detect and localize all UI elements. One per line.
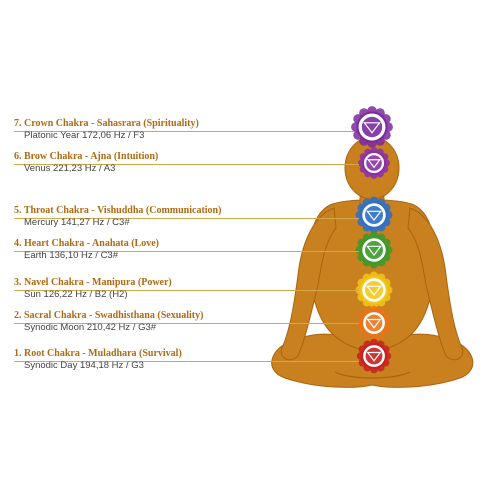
right-arm-shape [407, 207, 464, 361]
leader-line-navel [14, 290, 359, 291]
throat-chakra-symbol [355, 196, 393, 234]
heart-chakra-symbol [355, 231, 393, 269]
navel-chakra-symbol [355, 271, 393, 309]
chakra-freq-navel: Sun 126,22 Hz / B2 (H2) [24, 289, 128, 300]
label-heart: 4. Heart Chakra - Anahata (Love) Earth 1… [14, 238, 159, 262]
chakra-name-heart: 4. Heart Chakra - Anahata (Love) [14, 238, 159, 249]
chakra-symbols [351, 106, 393, 374]
leader-line-crown [14, 131, 354, 132]
label-brow: 6. Brow Chakra - Ajna (Intuition) Venus … [14, 151, 158, 175]
leader-line-sacral [14, 323, 359, 324]
chakra-inner-mark [366, 245, 382, 257]
chakra-core [365, 281, 383, 299]
chakra-freq-heart: Earth 136,10 Hz / C3# [24, 250, 118, 261]
chakra-freq-sacral: Synodic Moon 210,42 Hz / G3# [24, 322, 157, 333]
chakra-core [366, 155, 382, 171]
leader-line-heart [14, 251, 359, 252]
label-crown: 7. Crown Chakra - Sahasrara (Spiritualit… [14, 118, 199, 142]
chakra-inner-mark [363, 122, 381, 134]
chakra-name-brow: 6. Brow Chakra - Ajna (Intuition) [14, 151, 159, 162]
chakra-freq-brow: Venus 221,23 Hz / A3 [24, 163, 116, 174]
crown-chakra-symbol [351, 106, 393, 148]
sacral-chakra-symbol [356, 305, 392, 341]
chakra-core [361, 116, 383, 138]
chakra-name-throat: 5. Throat Chakra - Vishuddha (Communicat… [14, 205, 222, 216]
left-arm-shape [280, 207, 337, 361]
chakra-name-crown: 7. Crown Chakra - Sahasrara (Spiritualit… [14, 118, 199, 129]
label-throat: 5. Throat Chakra - Vishuddha (Communicat… [14, 205, 221, 229]
leader-line-root [14, 361, 359, 362]
label-sacral: 2. Sacral Chakra - Swadhisthana (Sexuali… [14, 310, 203, 334]
chakra-name-sacral: 2. Sacral Chakra - Swadhisthana (Sexuali… [14, 310, 204, 321]
chakra-core [365, 206, 383, 224]
brow-chakra-symbol [358, 147, 390, 179]
chakra-freq-root: Synodic Day 194,18 Hz / G3 [24, 360, 144, 371]
chakra-name-root: 1. Root Chakra - Muladhara (Survival) [14, 348, 182, 359]
chakra-name-navel: 3. Navel Chakra - Manipura (Power) [14, 277, 172, 288]
chakra-core [365, 347, 383, 365]
label-root: 1. Root Chakra - Muladhara (Survival) Sy… [14, 348, 182, 372]
chakra-inner-mark [366, 159, 382, 169]
label-navel: 3. Navel Chakra - Manipura (Power) Sun 1… [14, 277, 172, 301]
chakra-core [365, 241, 383, 259]
feet-line [334, 371, 411, 379]
root-chakra-symbol [356, 338, 392, 374]
chakra-freq-throat: Mercury 141,27 Hz / C3# [24, 217, 130, 228]
chakra-inner-mark [366, 210, 382, 222]
chakra-inner-mark [366, 318, 382, 329]
chakra-inner-mark [366, 285, 382, 297]
leader-line-brow [14, 164, 359, 165]
chakra-freq-crown: Platonic Year 172,06 Hz / F3 [24, 130, 145, 141]
leader-line-throat [14, 218, 359, 219]
chakra-inner-mark [366, 351, 382, 362]
chakra-core [365, 314, 383, 332]
